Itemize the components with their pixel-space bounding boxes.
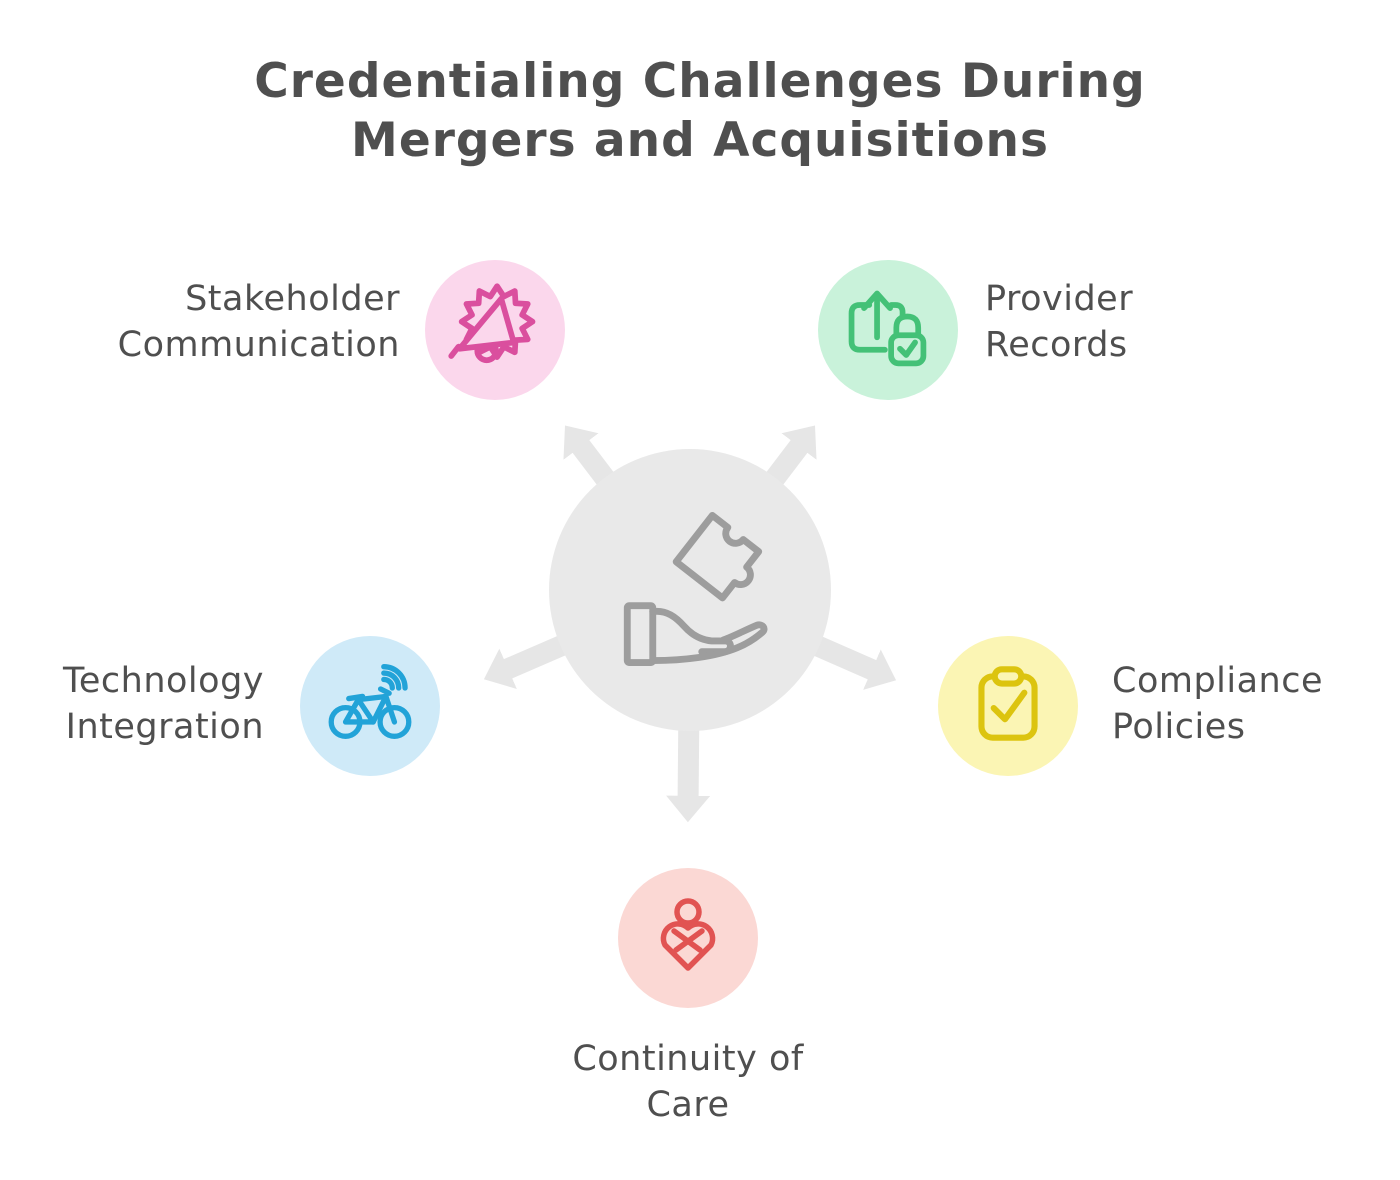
upload-secure-lock-icon bbox=[848, 290, 927, 367]
node-circle-compliance-policies bbox=[938, 636, 1078, 776]
label-provider-records: Provider Records bbox=[985, 279, 1134, 366]
hand-holding-puzzle-icon bbox=[623, 511, 768, 666]
page-title-line2: Mergers and Acquisitions bbox=[351, 113, 1049, 169]
label-compliance-policies: Compliance Policies bbox=[1112, 661, 1324, 748]
node-circle-technology-integration bbox=[300, 636, 440, 776]
label-stakeholder-communication: Stakeholder Communication bbox=[117, 279, 400, 366]
bicycle-wifi-icon bbox=[328, 664, 412, 739]
label-technology-integration: Technology Integration bbox=[62, 661, 264, 748]
label-continuity-of-care: Continuity of Care bbox=[572, 1039, 804, 1126]
node-circle-provider-records bbox=[818, 260, 958, 400]
person-heart-icon bbox=[660, 898, 716, 971]
central-hub-circle bbox=[549, 449, 831, 731]
node-circle-stakeholder-communication bbox=[425, 260, 565, 400]
page-title-line1: Credentialing Challenges During bbox=[254, 54, 1146, 109]
node-circle-continuity-of-care bbox=[618, 868, 758, 1008]
page-title: Credentialing Challenges During Mergers … bbox=[0, 52, 1400, 170]
megaphone-announcement-icon bbox=[448, 283, 536, 364]
clipboard-check-icon bbox=[978, 666, 1038, 741]
